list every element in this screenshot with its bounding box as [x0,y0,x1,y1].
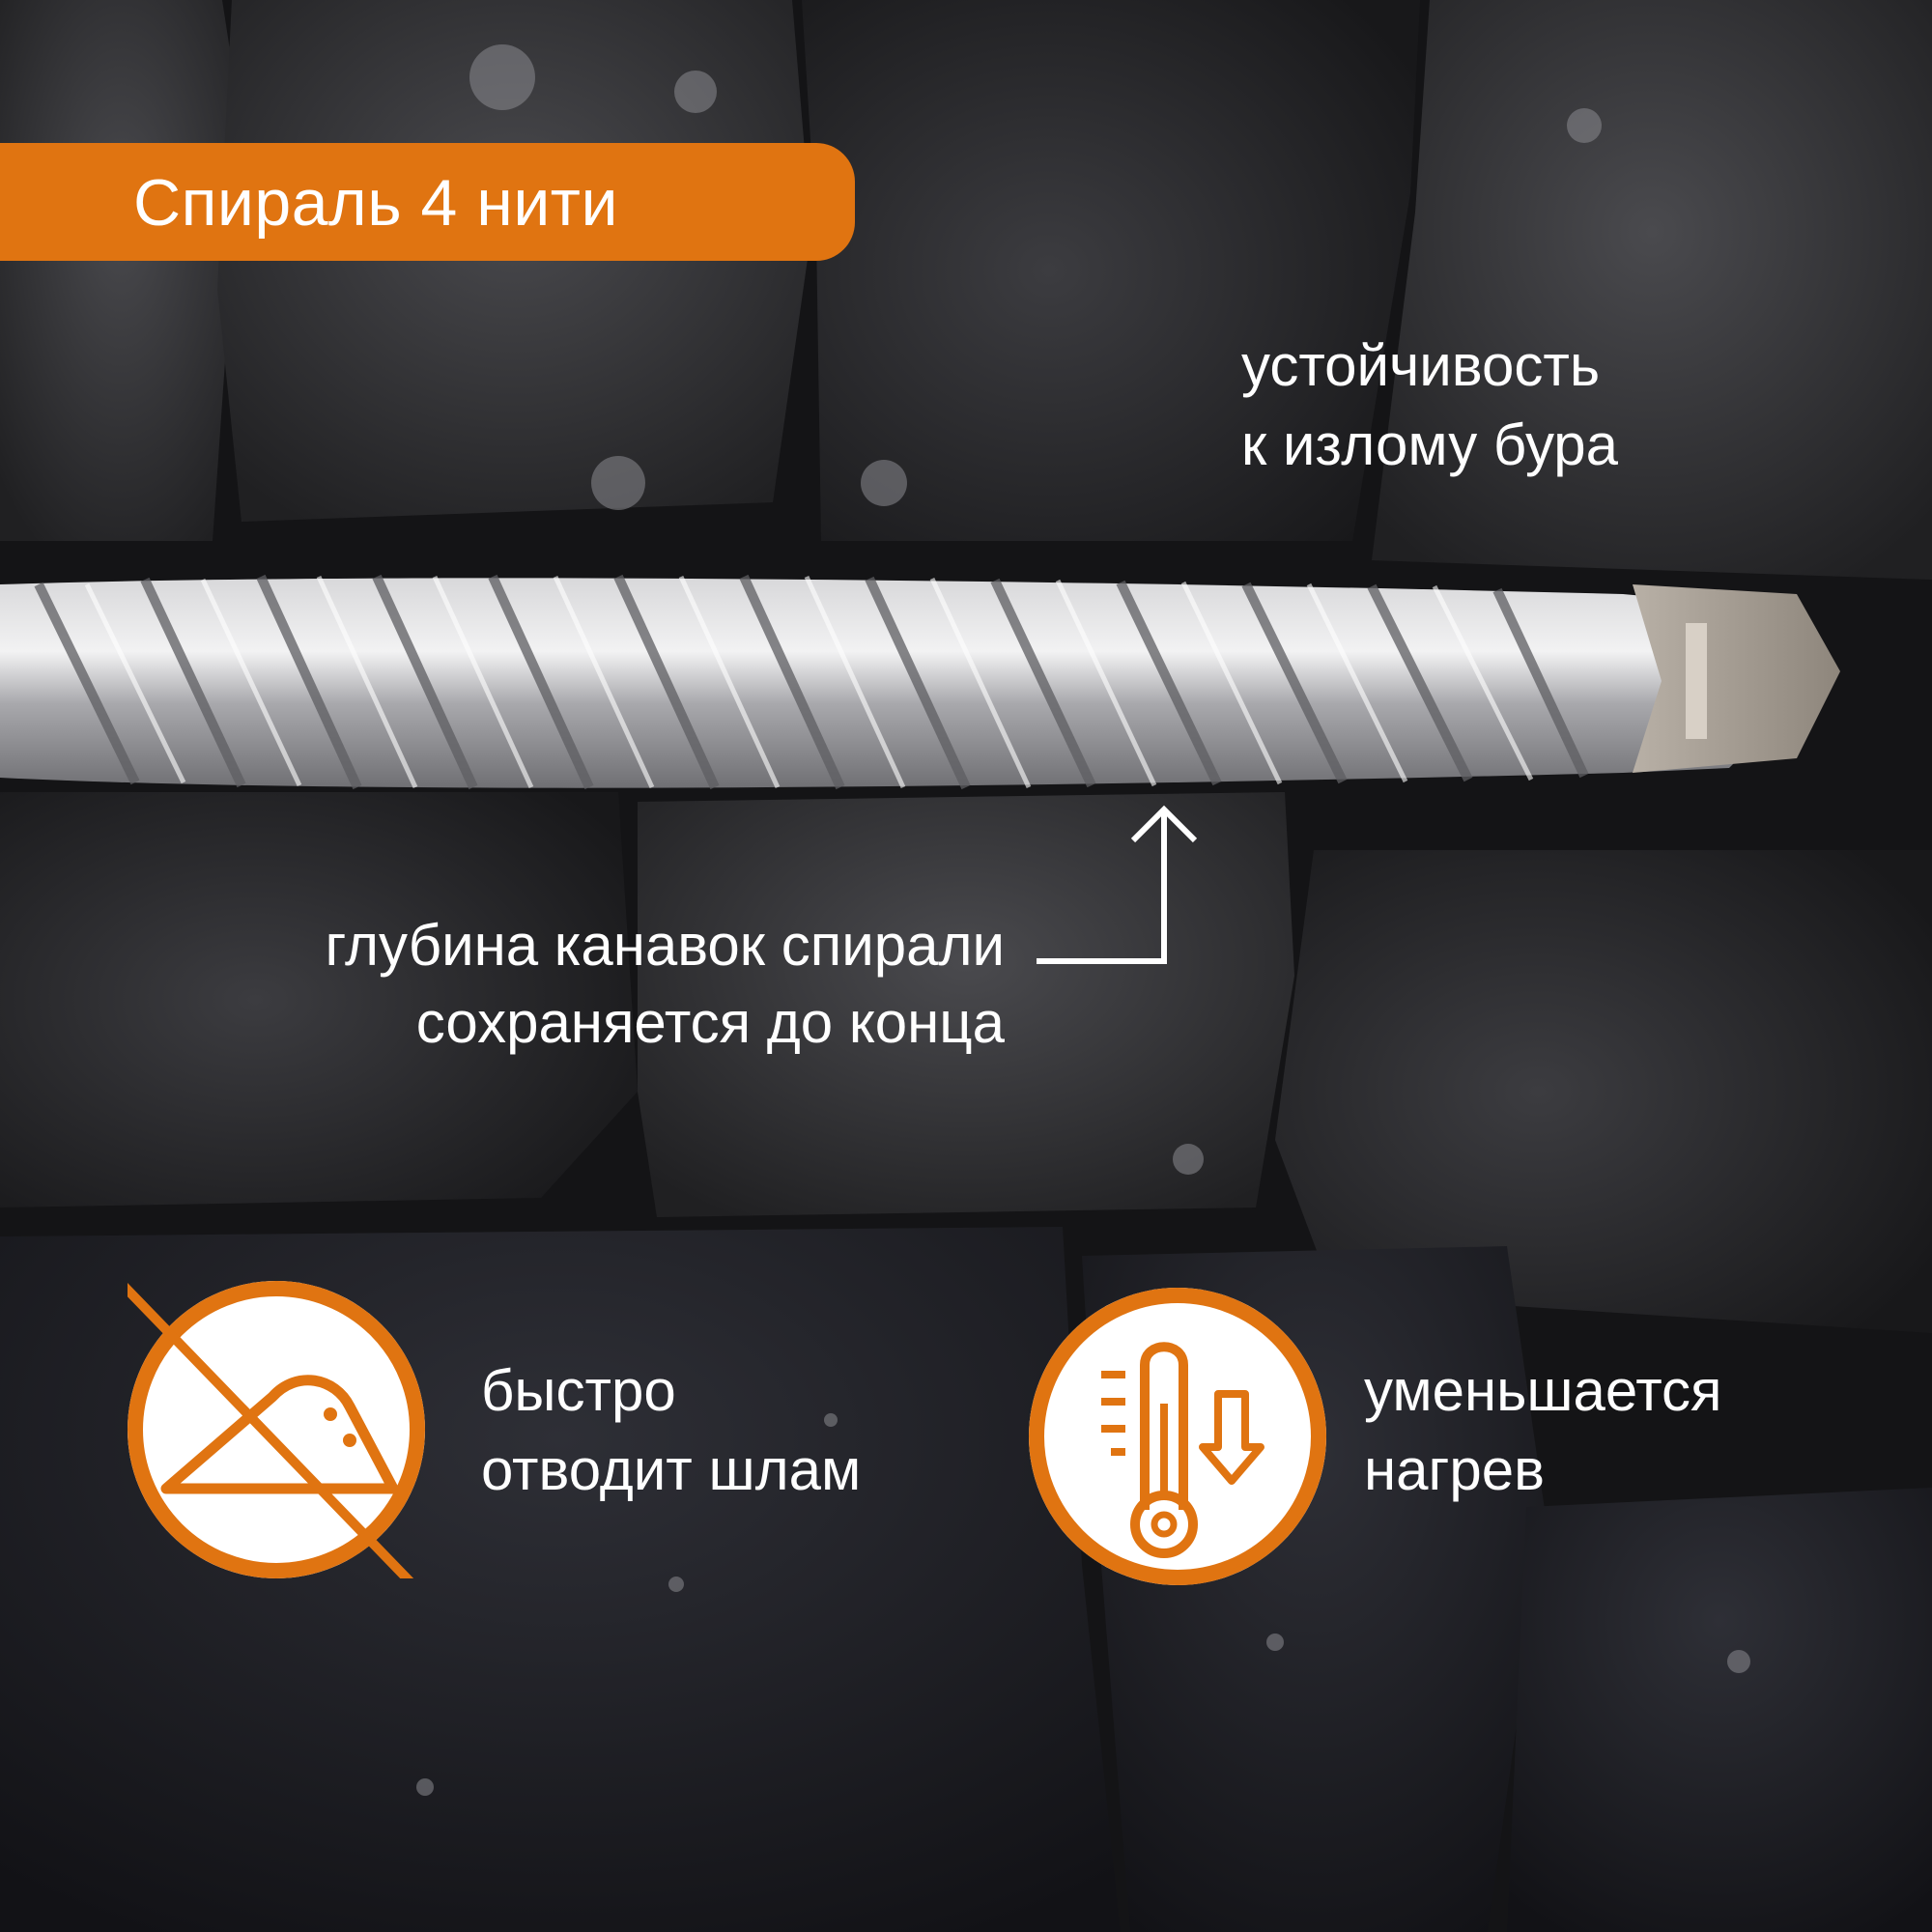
thermometer-down-icon [1029,1288,1326,1585]
drill-bit-image [0,574,1840,790]
dust-removal-icon [128,1281,425,1578]
heat-reduction-line-1: уменьшается [1364,1358,1722,1423]
groove-depth-line-1: глубина канавок спирали [325,913,1005,978]
dust-removal-line-1: быстро [481,1358,676,1423]
groove-depth-line-2: сохраняется до конца [415,990,1005,1055]
dust-removal-line-2: отводит шлам [481,1437,862,1502]
title-banner [0,143,855,261]
heat-reduction-line-2: нагрев [1364,1437,1546,1502]
dust-removal-badge [128,1281,425,1578]
pointer-arrow-icon [1037,805,1198,964]
break-resistance-line-2: к излому бура [1241,412,1619,477]
page-title: Спираль 4 нити [133,166,618,240]
heat-reduction-badge [1029,1288,1326,1585]
break-resistance-line-1: устойчивость [1241,333,1601,398]
